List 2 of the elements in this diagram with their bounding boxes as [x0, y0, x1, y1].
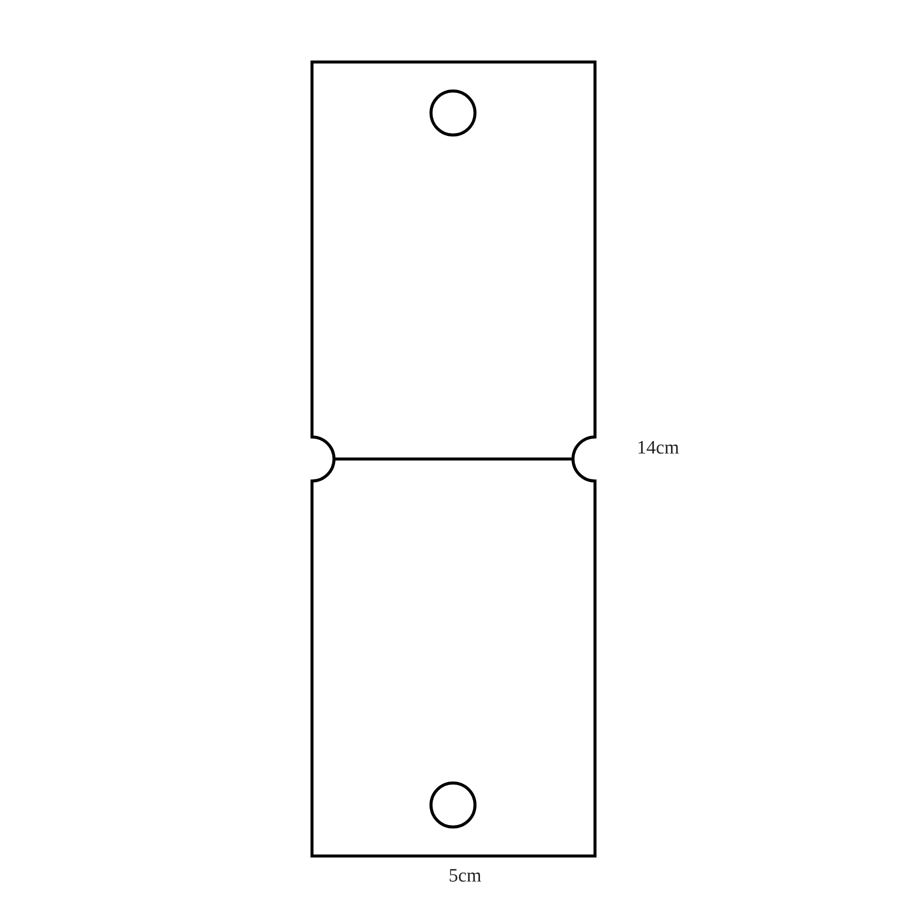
dimension-label: 5cm: [448, 866, 482, 886]
dimension-label: 14cm: [636, 438, 680, 458]
